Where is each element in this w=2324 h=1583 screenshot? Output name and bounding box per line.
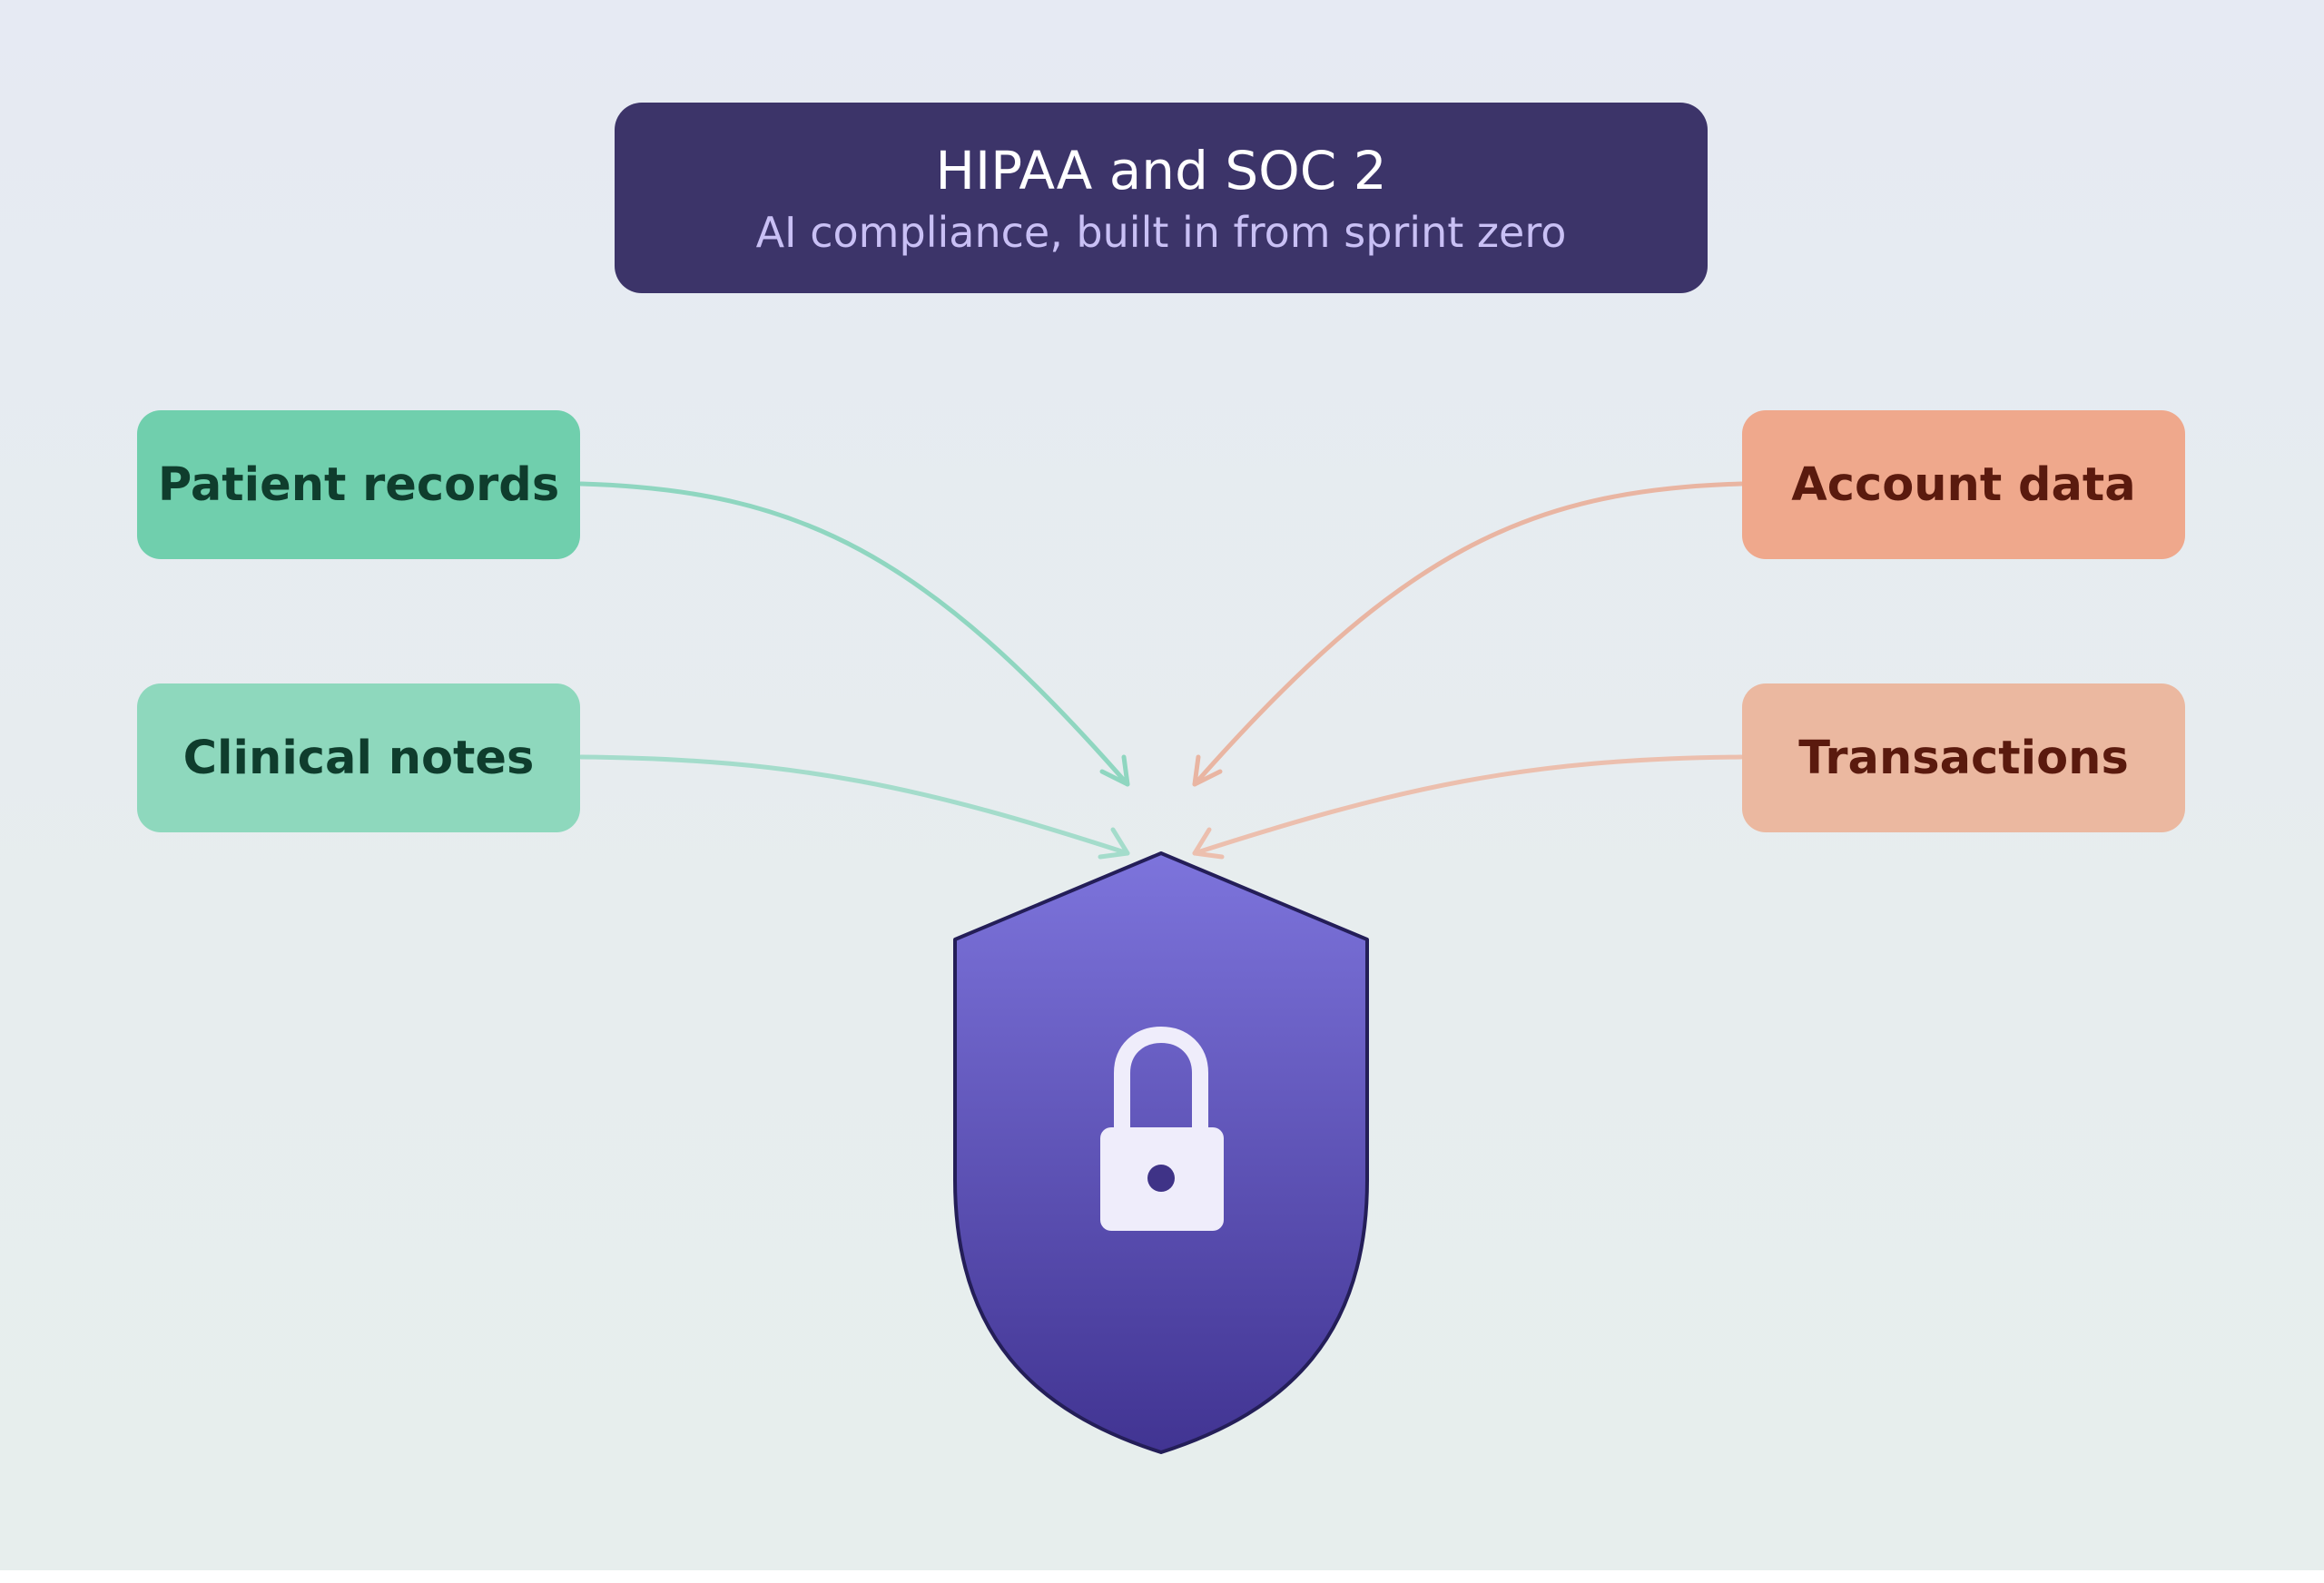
- lock-icon: [1100, 1026, 1224, 1231]
- source-node-transactions: Transactions: [1742, 683, 2185, 832]
- diagram-title: HIPAA and SOC 2: [935, 140, 1387, 202]
- source-node-clinical-notes: Clinical notes: [137, 683, 580, 832]
- arrow-patient-records: [578, 481, 1130, 787]
- source-node-account-data: Account data: [1742, 410, 2185, 559]
- diagram-subtitle: AI compliance, built in from sprint zero: [755, 208, 1567, 257]
- arrow-clinical-notes: [578, 754, 1130, 860]
- arrow-account-data: [1192, 481, 1744, 787]
- source-node-patient-records: Patient records: [137, 410, 580, 559]
- arrow-transactions: [1192, 754, 1744, 860]
- title-banner: HIPAA and SOC 2 AI compliance, built in …: [615, 103, 1708, 293]
